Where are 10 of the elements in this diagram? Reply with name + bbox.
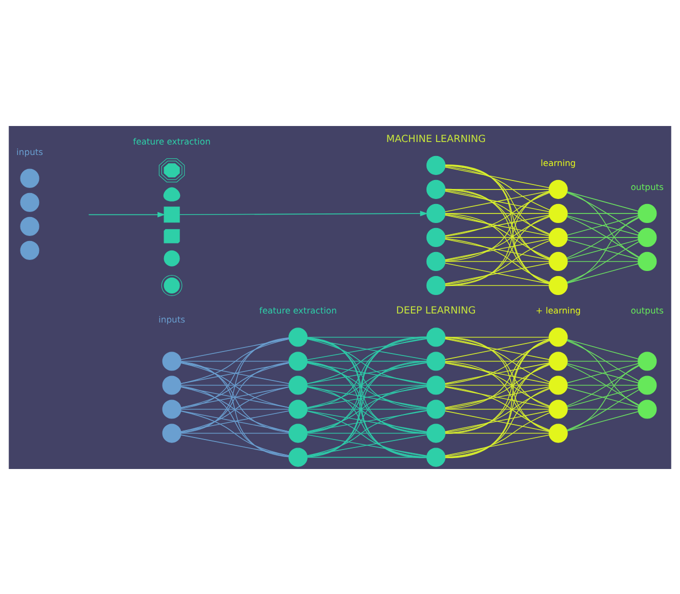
label: feature extraction [133, 136, 211, 147]
label: feature extraction [259, 306, 337, 316]
label: outputs [630, 182, 664, 192]
label: inputs [158, 314, 186, 325]
label: MACHINE LEARNING [386, 133, 486, 144]
label: DEEP LEARNING [396, 305, 476, 316]
label: + learning [536, 306, 581, 316]
label: inputs [16, 147, 44, 158]
label: outputs [630, 306, 664, 316]
label: learning [540, 158, 576, 168]
